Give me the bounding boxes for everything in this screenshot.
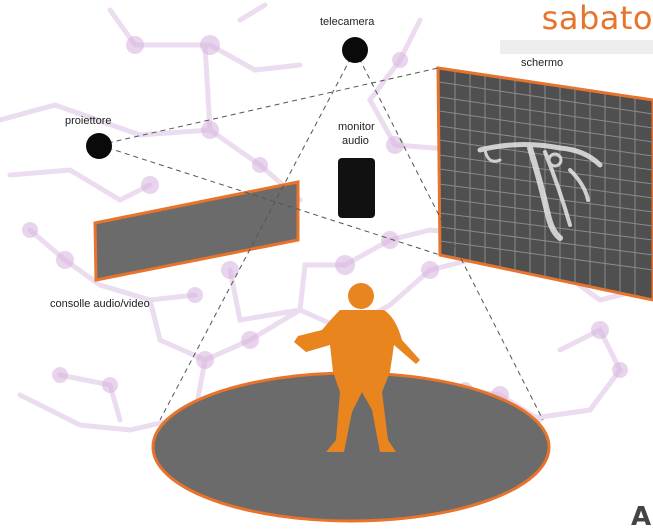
camera-label: telecamera [320,16,375,28]
corner-glyph: A [631,502,652,532]
background-network-nodes [22,35,628,404]
projected-figure [477,141,603,241]
page-title: sabato [541,0,653,37]
monitor-audio-device [338,158,375,218]
projection-screen [436,66,653,302]
screen-label: schermo [521,57,564,69]
projector-label: proiettore [65,115,112,127]
console-panel [93,180,300,282]
monitor-label-line2: audio [342,135,369,147]
camera-node [342,37,368,63]
projector-node [86,133,112,159]
sightlines [98,49,544,421]
console-label: consolle audio/video [50,298,150,310]
header-shadow [500,40,653,54]
person-silhouette [294,283,420,452]
monitor-label-line1: monitor [338,121,375,133]
